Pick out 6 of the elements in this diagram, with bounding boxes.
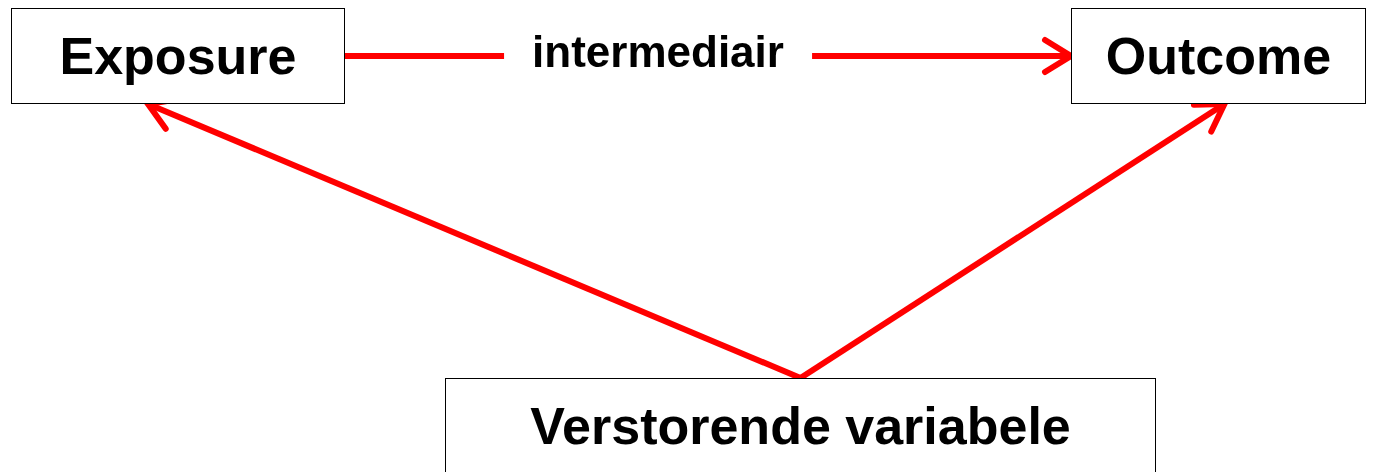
node-box xyxy=(11,8,345,104)
node-box xyxy=(445,378,1156,472)
node-box xyxy=(1071,8,1366,104)
node-label: Verstorende variabele xyxy=(530,396,1071,456)
node-label: Exposure xyxy=(59,26,297,86)
node-label: Outcome xyxy=(1105,26,1332,86)
